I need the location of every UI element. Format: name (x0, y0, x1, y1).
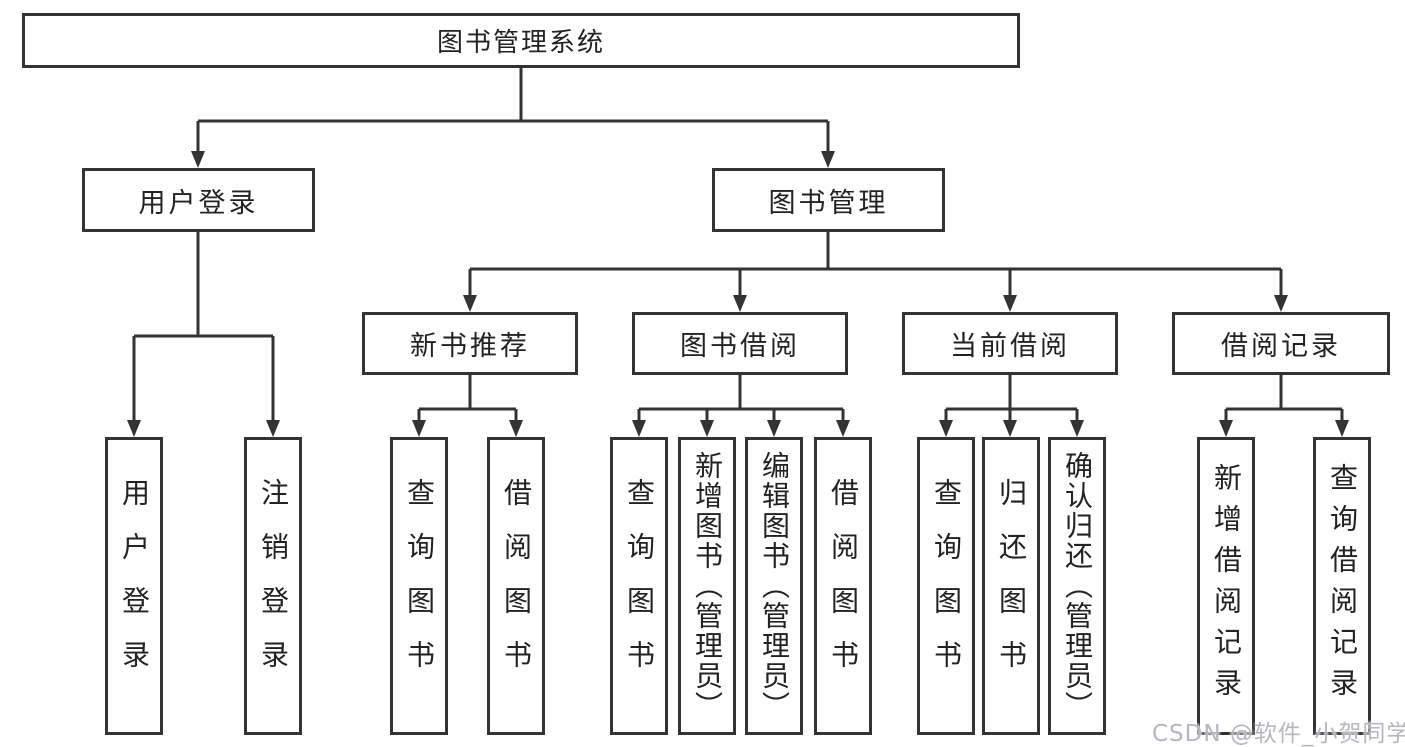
arrow-icon (939, 420, 953, 437)
csdn-watermark: CSDN @软件_小贺同学 (1152, 721, 1405, 747)
edge-new-book-children (417, 375, 518, 420)
leaf-query-borrow-record: 查询借阅记录 (1313, 437, 1371, 735)
node-current-borrow-label: 当前借阅 (950, 331, 1070, 362)
arrow-icon (836, 420, 850, 437)
arrow-icon (266, 420, 280, 437)
leaf-add-books-admin-label: 新增图书（管理员） (691, 451, 724, 721)
arrow-icon (1335, 420, 1349, 437)
leaf-current-query-books-label: 查询图书 (930, 478, 963, 694)
leaf-borrow-query-books: 查询图书 (610, 437, 668, 735)
node-system-root-label: 图书管理系统 (436, 28, 605, 58)
node-book-borrow-label: 图书借阅 (680, 331, 800, 362)
node-user-login-branch-label: 用户登录 (138, 187, 259, 219)
node-current-borrow: 当前借阅 (902, 312, 1118, 375)
arrow-icon (127, 420, 141, 437)
leaf-add-books-admin: 新增图书（管理员） (678, 437, 736, 735)
node-book-borrow: 图书借阅 (632, 312, 848, 375)
leaf-confirm-return-admin: 确认归还（管理员） (1048, 437, 1106, 735)
node-borrow-record-label: 借阅记录 (1221, 331, 1341, 362)
leaf-user-login: 用户登录 (105, 437, 163, 735)
node-borrow-record: 借阅记录 (1172, 312, 1390, 375)
arrow-icon (767, 420, 781, 437)
edge-borrow-record-children (1224, 375, 1344, 420)
leaf-query-borrow-record-label: 查询借阅记录 (1326, 463, 1359, 709)
arrow-icon (1219, 420, 1233, 437)
leaf-return-books-label: 归还图书 (995, 478, 1028, 694)
arrow-icon (1274, 295, 1288, 312)
arrow-icon (1003, 295, 1017, 312)
arrow-icon (412, 420, 426, 437)
leaf-current-query-books: 查询图书 (917, 437, 975, 735)
arrow-icon (821, 151, 835, 168)
leaf-borrow-borrow-books: 借阅图书 (814, 437, 872, 735)
node-system-root: 图书管理系统 (22, 13, 1020, 68)
edge-user-login-children (132, 232, 275, 420)
arrow-icon (1003, 420, 1017, 437)
arrow-icon (733, 295, 747, 312)
node-new-book-recommend-label: 新书推荐 (410, 331, 530, 362)
leaf-newbook-query-books-label: 查询图书 (403, 478, 436, 694)
leaf-confirm-return-admin-label: 确认归还（管理员） (1061, 451, 1094, 721)
arrow-icon (191, 151, 205, 168)
leaf-logout-label: 注销登录 (257, 478, 290, 694)
node-user-login-branch: 用户登录 (82, 168, 315, 232)
leaf-newbook-query-books: 查询图书 (390, 437, 448, 735)
edge-current-borrow-children (944, 375, 1079, 420)
node-book-management-branch: 图书管理 (712, 168, 945, 232)
leaf-edit-books-admin-label: 编辑图书（管理员） (758, 451, 791, 721)
arrow-icon (509, 420, 523, 437)
node-book-management-branch-label: 图书管理 (768, 187, 889, 219)
leaf-user-login-label: 用户登录 (118, 478, 151, 694)
edge-book-borrow-children (637, 375, 845, 420)
leaf-add-borrow-record: 新增借阅记录 (1197, 437, 1255, 735)
leaf-borrow-query-books-label: 查询图书 (623, 478, 656, 694)
arrow-icon (1070, 420, 1084, 437)
arrow-icon (463, 295, 477, 312)
leaf-edit-books-admin: 编辑图书（管理员） (745, 437, 803, 735)
node-new-book-recommend: 新书推荐 (362, 312, 578, 375)
edge-root-to-branches (196, 68, 830, 151)
leaf-logout: 注销登录 (244, 437, 302, 735)
arrow-icon (632, 420, 646, 437)
leaf-newbook-borrow-books: 借阅图书 (487, 437, 545, 735)
leaf-add-borrow-record-label: 新增借阅记录 (1210, 463, 1243, 709)
leaf-return-books: 归还图书 (982, 437, 1040, 735)
arrow-icon (700, 420, 714, 437)
leaf-newbook-borrow-books-label: 借阅图书 (500, 478, 533, 694)
arrowheads (127, 151, 1349, 437)
edge-book-mgmt-children (468, 232, 1283, 295)
leaf-borrow-borrow-books-label: 借阅图书 (827, 478, 860, 694)
